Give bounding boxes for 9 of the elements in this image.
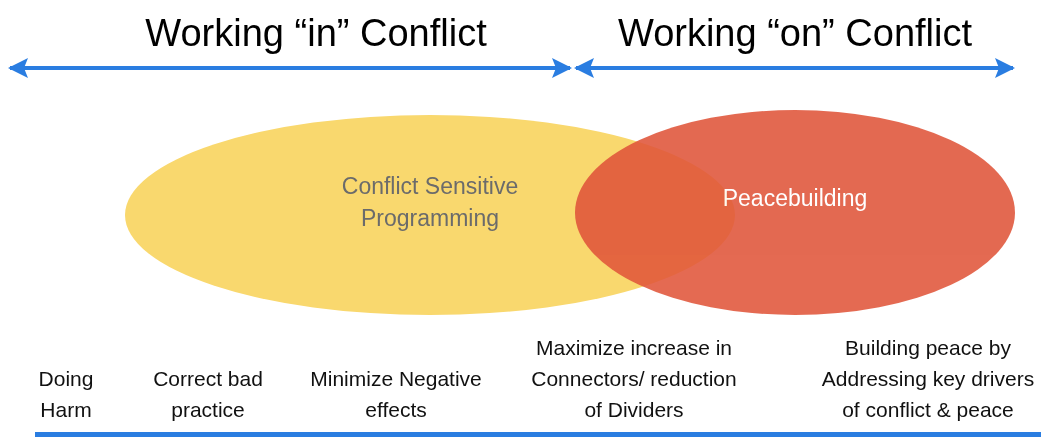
stage-label: Minimize Negative effects <box>309 366 483 423</box>
stage-label: Doing Harm <box>37 366 95 423</box>
stage-label: Maximize increase in Connectors/ reduction of Dividers <box>530 335 738 423</box>
heading: Working “on” Conflict <box>617 12 973 55</box>
stage-label: Correct bad practice <box>152 366 264 423</box>
ellipse-label: Conflict Sensitive Programming <box>340 172 520 233</box>
ellipse-label: Peacebuilding <box>721 184 869 213</box>
stage-label: Building peace by Addressing key drivers of conflict & peace <box>820 335 1036 423</box>
heading: Working “in” Conflict <box>145 12 487 55</box>
